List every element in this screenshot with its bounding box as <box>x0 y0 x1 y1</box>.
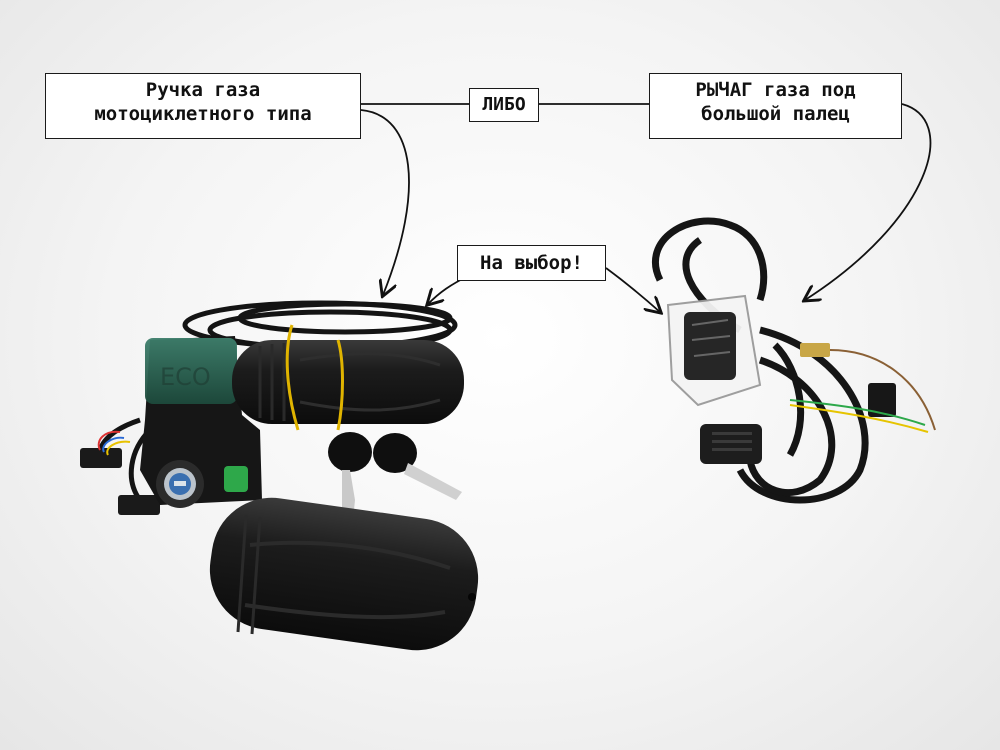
connector-plug <box>118 495 160 515</box>
twist-throttle-label: Ручка газа мотоциклетного типа <box>45 73 361 139</box>
twist-throttle: ECO <box>80 300 479 651</box>
spare-grip <box>209 497 479 651</box>
connector-plug <box>80 448 122 468</box>
label-line: Ручка газа <box>145 79 261 101</box>
battery-indicator-housing <box>145 338 237 404</box>
green-power-button <box>224 466 248 492</box>
thumb-throttle <box>651 217 936 504</box>
yellow-cable-tie <box>285 324 300 431</box>
or-label: ЛИБО <box>469 88 539 122</box>
grip-ribs <box>258 343 286 421</box>
label-line: РЫЧАГ газа под <box>695 79 856 101</box>
connector-plug <box>800 343 830 357</box>
choice-label: На выбор! <box>457 245 606 281</box>
twist-grip <box>232 340 464 424</box>
thumb-paddle <box>700 424 762 464</box>
label-line: большой палец <box>701 103 850 125</box>
eco-marking: ECO <box>160 363 211 391</box>
thumb-throttle-label: РЫЧАГ газа под большой палец <box>649 73 902 139</box>
label-line: мотоциклетного типа <box>94 103 312 125</box>
connector-plug <box>868 383 896 417</box>
connector-wires <box>97 430 131 456</box>
